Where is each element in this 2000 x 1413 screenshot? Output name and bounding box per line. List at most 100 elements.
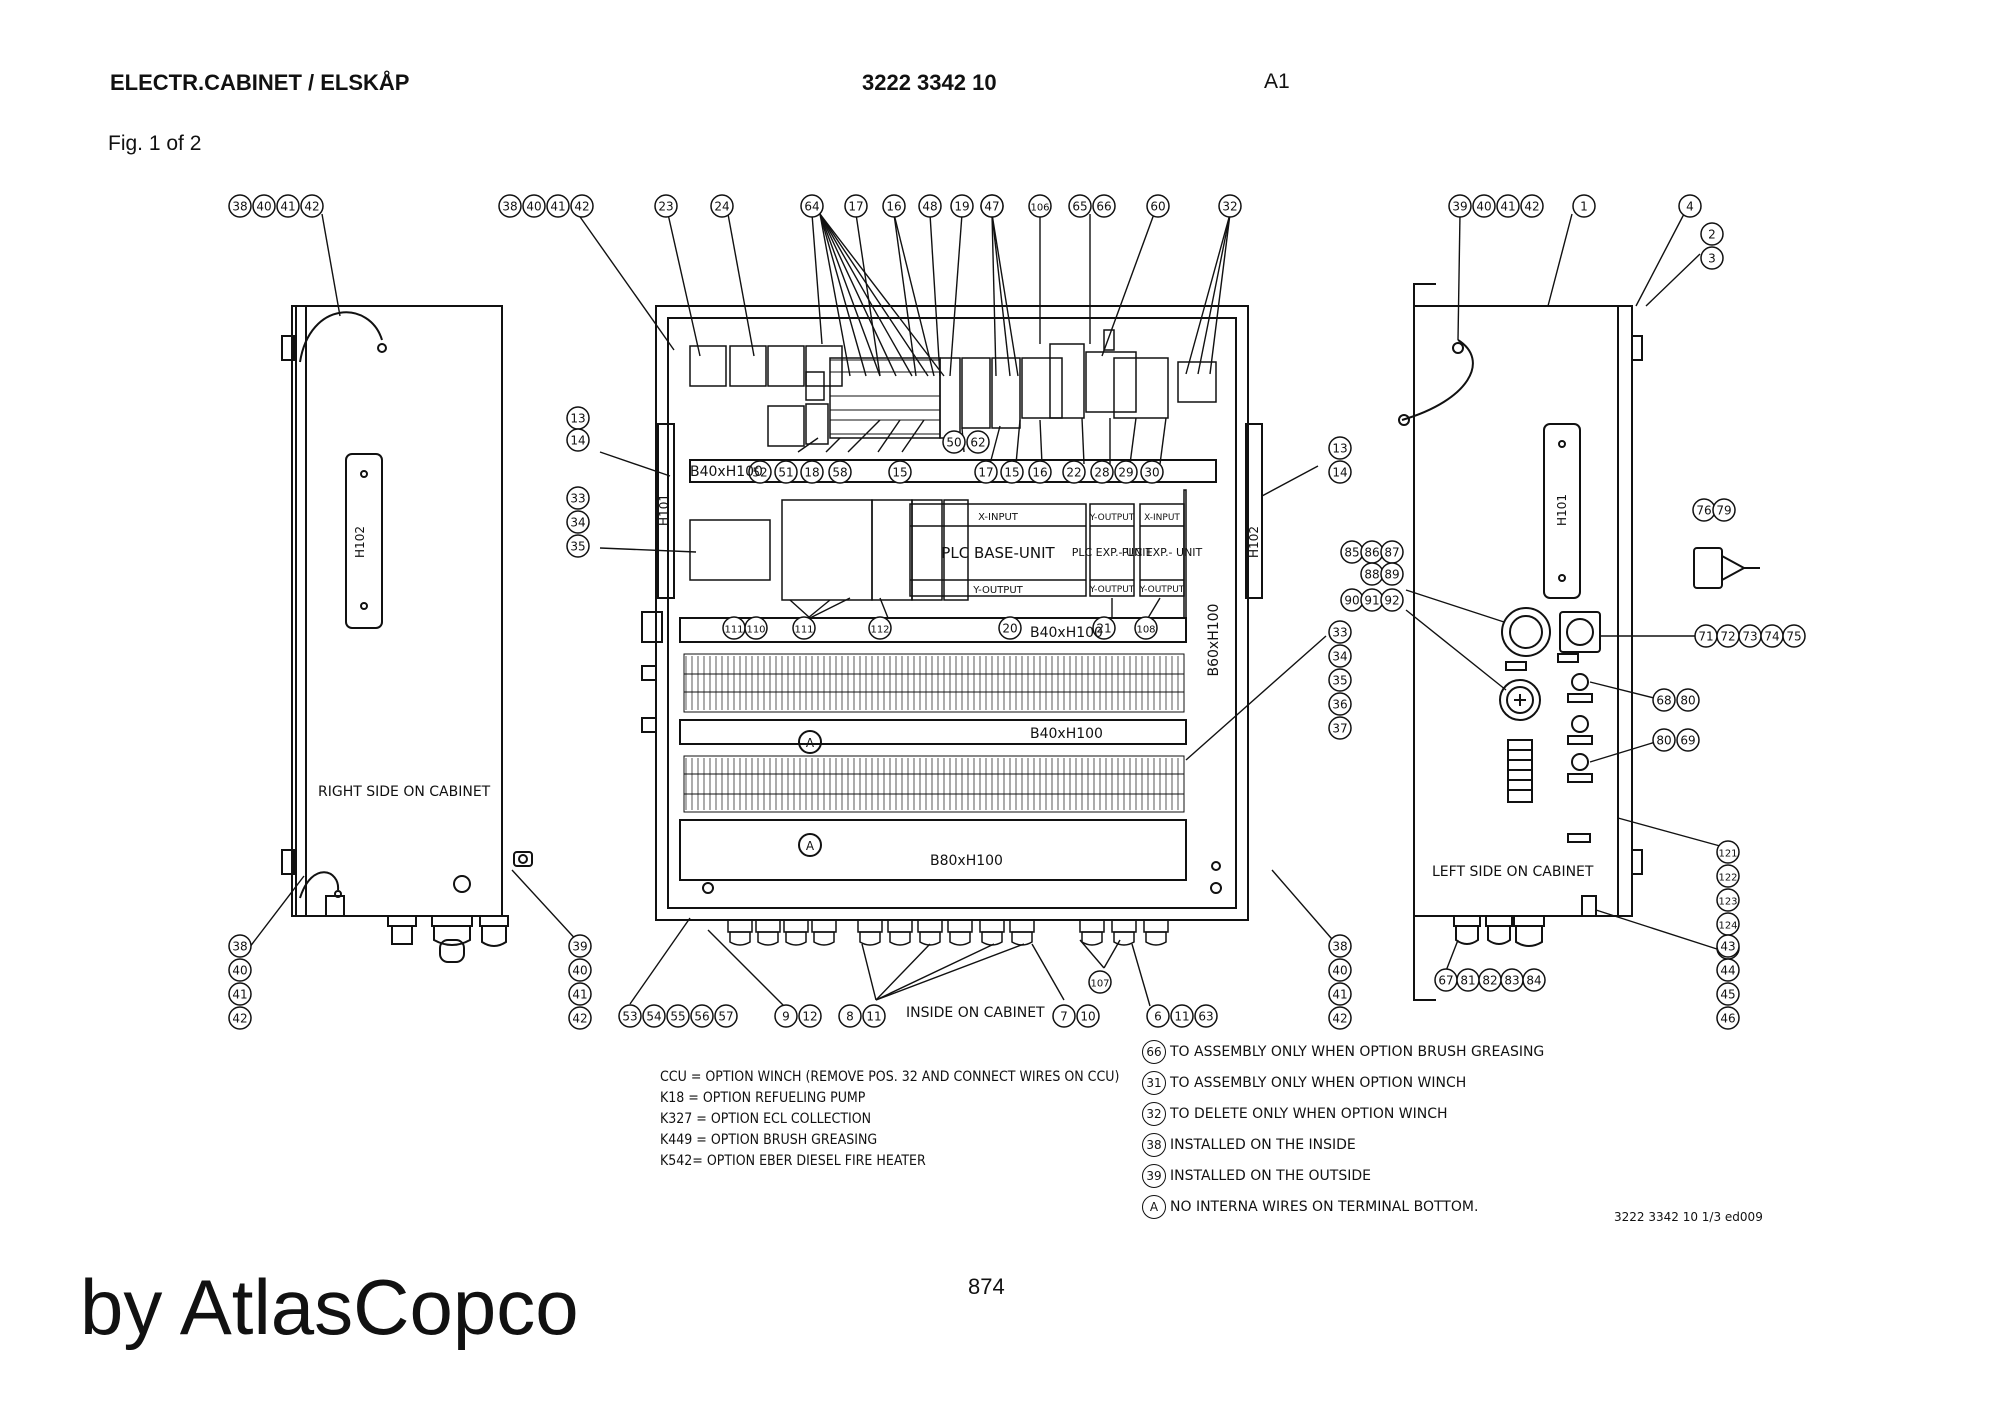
callout-number: 19 <box>954 200 969 214</box>
callout-number: 12 <box>802 1010 817 1024</box>
callout-number: 106 <box>1030 203 1049 214</box>
callout-bubble <box>1328 716 1352 740</box>
inside-view <box>641 305 1263 946</box>
callout-number: 11 <box>1174 1010 1189 1024</box>
callout-bubble <box>942 430 966 454</box>
callout-bubble <box>1700 246 1724 270</box>
callout-bubble <box>998 616 1022 640</box>
callout-number: 32 <box>1222 200 1237 214</box>
callout-bubble <box>1716 958 1740 982</box>
sheet-size: A1 <box>1264 70 1290 93</box>
h102-right-label: H102 <box>353 526 367 558</box>
callout-number: 42 <box>304 200 319 214</box>
callout-bubble <box>690 1004 714 1028</box>
callout-number: 111 <box>724 625 743 636</box>
callout-bubble <box>1218 194 1242 218</box>
callout-number: 88 <box>1364 568 1379 582</box>
legend-row: 39 INSTALLED ON THE OUTSIDE <box>1142 1164 1371 1188</box>
callout-bubble <box>1716 864 1740 888</box>
callout-bubble <box>1114 460 1138 484</box>
legend-row: 31 TO ASSEMBLY ONLY WHEN OPTION WINCH <box>1142 1071 1466 1095</box>
callout-number: 75 <box>1786 630 1801 644</box>
callout-bubble <box>228 1006 252 1030</box>
callout-bubble <box>1000 460 1024 484</box>
callout-number: 48 <box>922 200 937 214</box>
callout-number: 20 <box>1002 622 1017 636</box>
note-line: K18 = OPTION REFUELING PUMP <box>660 1090 866 1106</box>
callout-number: 17 <box>978 466 993 480</box>
callout-number: 35 <box>1332 674 1347 688</box>
callout-bubble <box>566 510 590 534</box>
callout-bubble <box>792 616 816 640</box>
callout-bubble <box>618 1004 642 1028</box>
callout-number: 6 <box>1154 1010 1162 1024</box>
callout-number: 90 <box>1344 594 1359 608</box>
callout-number: 41 <box>1500 200 1515 214</box>
callout-number: 24 <box>714 200 729 214</box>
callout-number: 29 <box>1118 466 1133 480</box>
b40-mid-label: B40xH100 <box>1030 625 1103 641</box>
callout-bubble <box>1328 1006 1352 1030</box>
marker-a-2: A <box>806 839 815 853</box>
callout-number: 53 <box>622 1010 637 1024</box>
callout-number: 71 <box>1698 630 1713 644</box>
legend-badge: 39 <box>1142 1164 1166 1188</box>
b80-label: B80xH100 <box>930 853 1003 869</box>
callout-number: 124 <box>1718 921 1737 932</box>
callout-bubble <box>666 1004 690 1028</box>
callout-number: 36 <box>1332 698 1347 712</box>
callout-number: 41 <box>550 200 565 214</box>
callout-number: 35 <box>570 540 585 554</box>
callout-bubble <box>300 194 324 218</box>
legend-row: 38 INSTALLED ON THE INSIDE <box>1142 1133 1356 1157</box>
callout-bubble <box>1448 194 1472 218</box>
callout-number: 45 <box>1720 988 1735 1002</box>
left-side-view <box>1398 283 1760 1001</box>
callout-number: 91 <box>1364 594 1379 608</box>
callout-number: 16 <box>886 200 901 214</box>
callout-number: 63 <box>1198 1010 1213 1024</box>
callout-number: 51 <box>778 466 793 480</box>
callout-bubble <box>1328 668 1352 692</box>
callout-number: 69 <box>1680 734 1695 748</box>
callout-bubble <box>980 194 1004 218</box>
callout-number: 14 <box>570 434 585 448</box>
callout-bubbles: 3840414238404142232464171648194710665666… <box>228 194 1806 1030</box>
plc-exp1-y-label: Y-OUTPUT <box>1089 513 1135 523</box>
callout-number: 108 <box>1136 625 1155 636</box>
callout-number: 55 <box>670 1010 685 1024</box>
callout-bubble <box>1472 194 1496 218</box>
callout-bubble <box>844 194 868 218</box>
callout-bubble <box>828 460 852 484</box>
callout-bubble <box>1522 968 1546 992</box>
b40-top-label: B40xH100 <box>690 464 763 480</box>
legend-text: TO ASSEMBLY ONLY WHEN OPTION WINCH <box>1170 1075 1467 1091</box>
callout-number: 21 <box>1096 622 1111 636</box>
watermark: by AtlasCopco <box>80 1263 579 1351</box>
callout-bubble <box>1170 1004 1194 1028</box>
callout-number: 62 <box>970 436 985 450</box>
callout-number: 50 <box>946 436 961 450</box>
callout-number: 40 <box>572 964 587 978</box>
callout-number: 8 <box>846 1010 854 1024</box>
callout-number: 46 <box>1720 1012 1735 1026</box>
callout-number: 68 <box>1656 694 1671 708</box>
callout-bubble <box>1716 840 1740 864</box>
callout-number: 80 <box>1680 694 1695 708</box>
legend-badge: 31 <box>1142 1071 1166 1095</box>
callout-number: 67 <box>1438 974 1453 988</box>
callout-bubble <box>1380 562 1404 586</box>
callout-bubble <box>1520 194 1544 218</box>
callout-number: 39 <box>572 940 587 954</box>
legend-row: A NO INTERNA WIRES ON TERMINAL BOTTOM. <box>1142 1195 1478 1219</box>
legend-text: INSTALLED ON THE INSIDE <box>1170 1137 1356 1153</box>
callout-number: 9 <box>782 1010 790 1024</box>
legend-badge: A <box>1142 1195 1166 1219</box>
callout-bubble <box>1328 620 1352 644</box>
callout-bubble <box>744 616 768 640</box>
callout-bubble <box>974 460 998 484</box>
right-side-view-label: RIGHT SIDE ON CABINET <box>318 784 491 800</box>
callout-bubble <box>710 194 734 218</box>
callout-bubble <box>868 616 892 640</box>
callout-number: 37 <box>1332 722 1347 736</box>
